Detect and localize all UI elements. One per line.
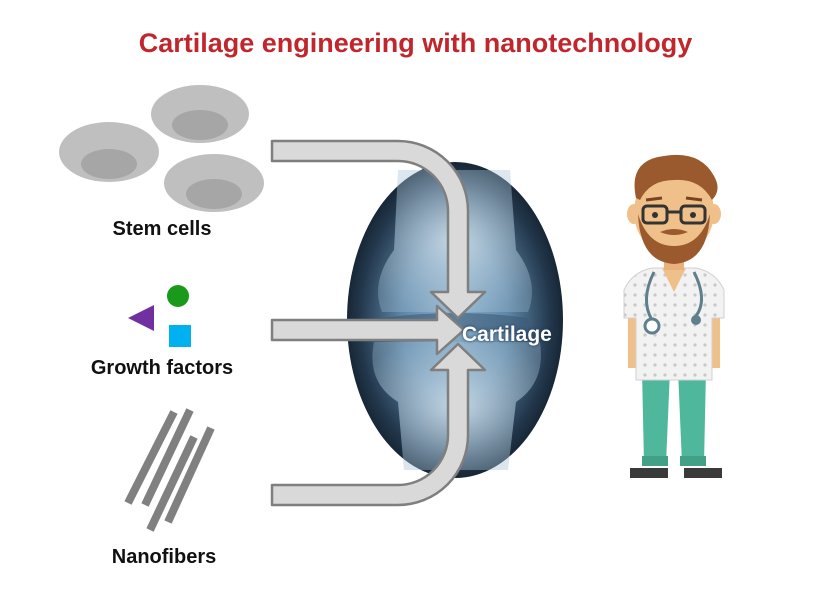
stem-cell: [59, 122, 159, 182]
arrow-stem-cells: [270, 139, 487, 320]
growth-factor-icon: [128, 285, 191, 347]
nanofiber: [164, 426, 215, 524]
arrow-nanofibers: [270, 342, 487, 507]
diagram-title: Cartilage engineering with nanotechnolog…: [138, 28, 693, 58]
label-stem-cells: Stem cells: [112, 218, 212, 240]
nanofiber: [124, 410, 178, 505]
arrow-growth-factors: [270, 304, 466, 356]
label-growth-factors: Growth factors: [90, 357, 234, 379]
stem-cell: [164, 154, 264, 212]
nanofiber: [141, 408, 194, 507]
growth-factor-square: [169, 325, 191, 347]
nanofiber: [146, 435, 198, 532]
doctor-illustration: [623, 154, 725, 478]
label-nanofibers: Nanofibers: [111, 546, 217, 568]
nanofiber-icon: [124, 408, 215, 532]
growth-factor-circle: [167, 285, 189, 307]
stem-cell: [151, 85, 249, 143]
growth-factor-triangle: [128, 305, 154, 331]
stem-cell-icon: [59, 85, 264, 212]
label-cartilage: Cartilage: [462, 323, 552, 346]
